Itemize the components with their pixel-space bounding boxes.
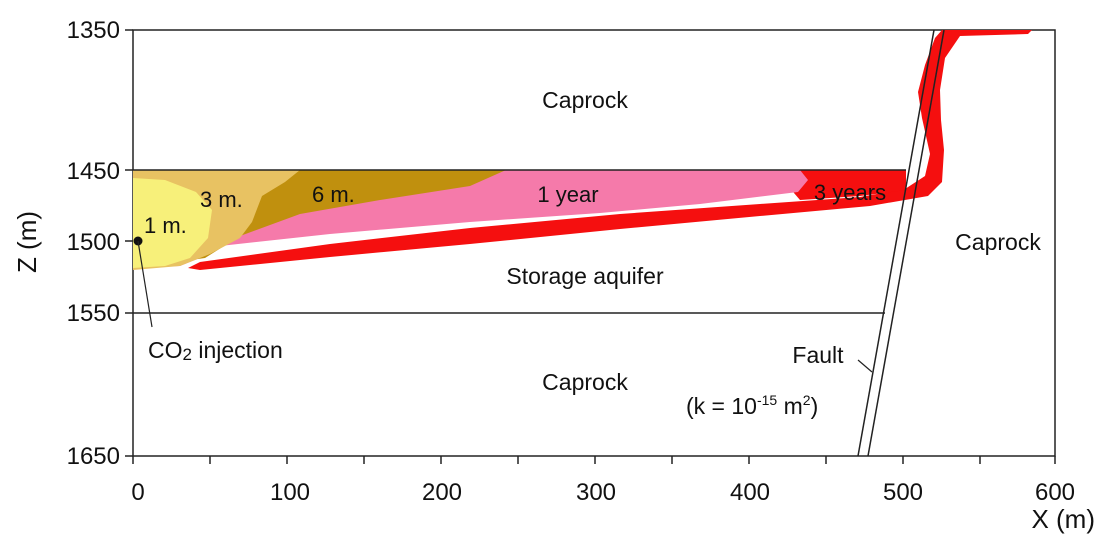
z-axis bbox=[125, 29, 133, 457]
fault-label: Fault bbox=[792, 342, 844, 368]
x-tick-label: 600 bbox=[1035, 479, 1075, 506]
plume-label-3-months: 3 m. bbox=[200, 187, 243, 212]
z-tick-label: 1550 bbox=[67, 300, 120, 327]
fault-perm-exponent: -15 bbox=[757, 392, 777, 408]
fault-perm-unit-exponent: 2 bbox=[803, 392, 811, 408]
fault-perm-prefix: (k = 10 bbox=[686, 393, 757, 419]
fault-permeability-label: (k = 10-15 m2) bbox=[686, 392, 818, 419]
injection-label-subscript: 2 bbox=[183, 345, 192, 364]
x-tick-label: 200 bbox=[422, 479, 462, 506]
fault-annotation: Fault (k = 10-15 m2) bbox=[686, 342, 844, 419]
plume-label-6-months: 6 m. bbox=[312, 182, 355, 207]
plume-3-years bbox=[188, 30, 1032, 270]
injection-annotation: CO2 injection bbox=[133, 236, 283, 364]
storage-aquifer-label: Storage aquifer bbox=[506, 263, 664, 289]
x-axis bbox=[132, 456, 1056, 464]
fault-perm-middle: m bbox=[777, 393, 803, 419]
caprock-upper-label: Caprock bbox=[542, 87, 628, 113]
injection-label-prefix: CO bbox=[148, 337, 183, 363]
z-tick-label: 1350 bbox=[67, 17, 120, 44]
x-tick-label: 0 bbox=[131, 479, 144, 506]
z-tick-label: 1450 bbox=[67, 158, 120, 185]
fault-zone bbox=[857, 29, 945, 457]
x-tick-label: 500 bbox=[883, 479, 923, 506]
x-tick-label: 100 bbox=[270, 479, 310, 506]
x-tick-label: 300 bbox=[576, 479, 616, 506]
z-tick-label: 1650 bbox=[67, 443, 120, 470]
plume-label-1-month: 1 m. bbox=[144, 213, 187, 238]
fault-perm-suffix: ) bbox=[811, 393, 819, 419]
x-tick-label: 400 bbox=[730, 479, 770, 506]
injection-leader-line bbox=[137, 240, 153, 328]
fault-line-right bbox=[867, 29, 945, 457]
plume-label-1-year: 1 year bbox=[537, 182, 598, 207]
z-axis-title: Z (m) bbox=[12, 211, 42, 273]
x-tick-labels: 0 100 200 300 400 500 600 bbox=[131, 479, 1075, 506]
fault-leader-line bbox=[857, 359, 873, 373]
caprock-lower-label: Caprock bbox=[542, 369, 628, 395]
fault-line-left bbox=[857, 29, 935, 457]
plume-label-3-years: 3 years bbox=[814, 180, 886, 205]
plume-1-month bbox=[133, 178, 212, 268]
injection-label: CO2 injection bbox=[148, 337, 283, 364]
injection-label-suffix: injection bbox=[192, 337, 283, 363]
co2-plume bbox=[133, 30, 1032, 270]
z-tick-labels: 1350 1450 1500 1550 1650 bbox=[67, 17, 120, 470]
z-tick-label: 1500 bbox=[67, 229, 120, 256]
caprock-right-label: Caprock bbox=[955, 229, 1041, 255]
x-axis-title: X (m) bbox=[1031, 504, 1095, 534]
plume-3-years-top bbox=[788, 170, 906, 200]
